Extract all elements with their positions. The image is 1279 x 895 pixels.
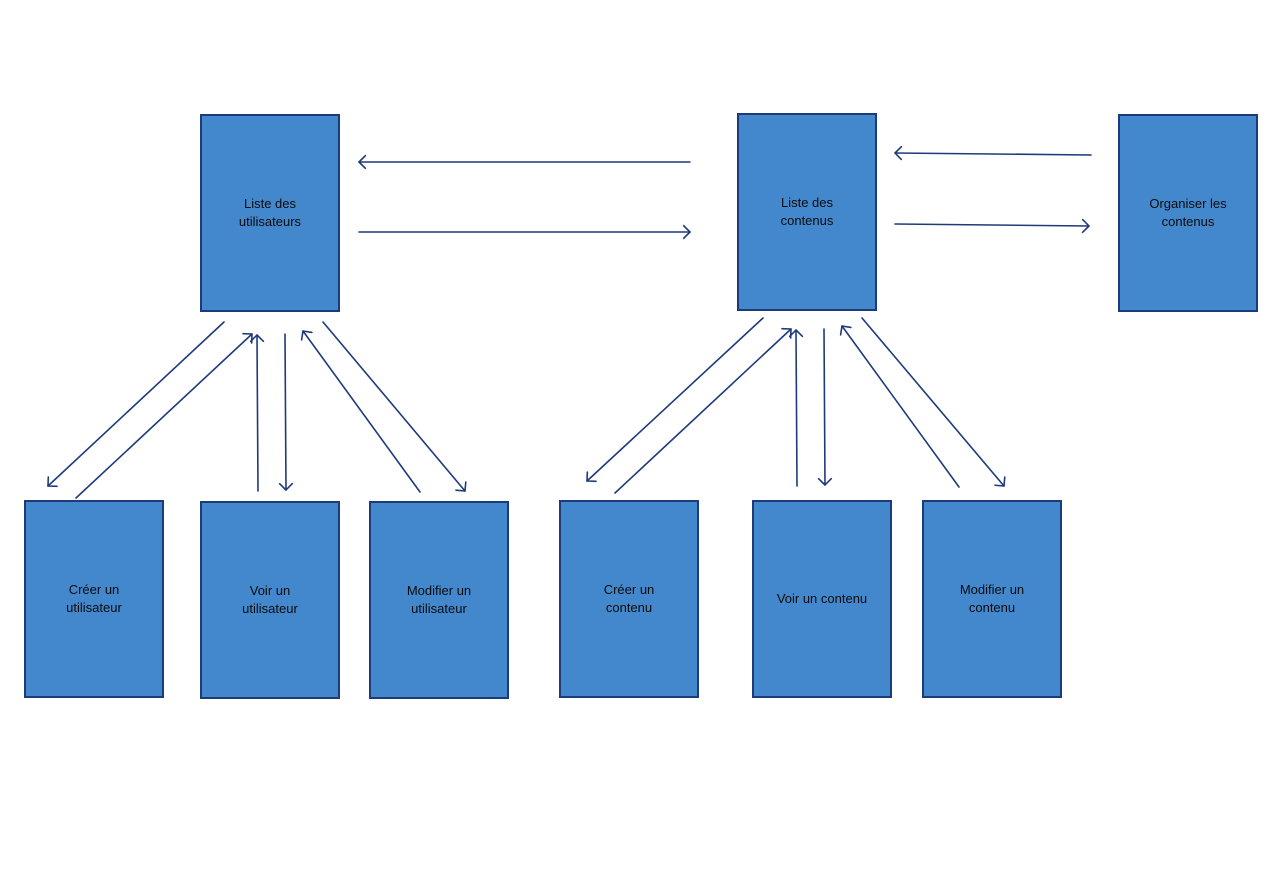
- arrow-liste_contenus-to-liste_utilisateurs: [358, 154, 691, 170]
- node-label-organiser-contenus: Organiser les contenus: [1149, 196, 1227, 229]
- arrow-shaft: [861, 317, 1005, 487]
- arrow-shaft: [302, 330, 421, 493]
- node-modifier-utilisateur[interactable]: Modifier un utilisateur: [369, 501, 509, 699]
- arrow-liste_contenus-to-creer_contenu: [586, 317, 764, 483]
- arrow-shaft: [795, 329, 798, 487]
- arrowhead-icon: [586, 471, 597, 483]
- arrowhead-icon: [788, 329, 804, 338]
- arrow-liste_utilisateurs-to-voir_utilisateur: [278, 333, 294, 491]
- node-voir-contenu[interactable]: Voir un contenu: [752, 500, 892, 698]
- arrow-shaft: [322, 321, 466, 492]
- arrowhead-icon: [47, 476, 58, 488]
- arrowhead-icon: [817, 477, 833, 486]
- node-label-voir-utilisateur: Voir un utilisateur: [242, 583, 298, 616]
- arrow-creer_utilisateur-to-liste_utilisateurs: [75, 332, 253, 499]
- arrow-liste_utilisateurs-to-modifier_utilisateur: [322, 321, 467, 492]
- arrow-shaft: [614, 328, 792, 494]
- arrow-voir_contenu-to-liste_contenus: [788, 329, 804, 487]
- node-label-liste-utilisateurs: Liste des utilisateurs: [238, 196, 302, 229]
- arrow-shaft: [841, 325, 960, 488]
- node-liste-contenus[interactable]: Liste des contenus: [737, 113, 877, 311]
- node-label-modifier-utilisateur: Modifier un utilisateur: [406, 583, 472, 616]
- arrowhead-icon: [781, 327, 792, 339]
- arrow-liste_contenus-to-organiser_contenus: [894, 218, 1090, 234]
- arrow-shaft: [47, 321, 225, 487]
- arrowhead-icon: [894, 145, 903, 161]
- arrowhead-icon: [455, 481, 467, 492]
- node-liste-utilisateurs[interactable]: Liste des utilisateurs: [200, 114, 340, 312]
- arrow-creer_contenu-to-liste_contenus: [614, 327, 792, 494]
- arrow-liste_utilisateurs-to-liste_contenus: [358, 224, 691, 240]
- node-label-liste-contenus: Liste des contenus: [780, 195, 834, 228]
- arrow-shaft: [256, 334, 259, 492]
- arrowhead-icon: [682, 224, 691, 240]
- arrow-voir_utilisateur-to-liste_utilisateurs: [249, 334, 265, 492]
- node-creer-utilisateur[interactable]: Créer un utilisateur: [24, 500, 164, 698]
- arrow-liste_contenus-to-modifier_contenu: [861, 317, 1006, 487]
- arrow-shaft: [284, 333, 287, 491]
- arrow-shaft: [894, 152, 1092, 156]
- node-label-creer-contenu: Créer un contenu: [603, 582, 655, 615]
- arrow-shaft: [75, 333, 253, 499]
- arrow-organiser_contenus-to-liste_contenus: [894, 145, 1092, 161]
- node-label-modifier-contenu: Modifier un contenu: [959, 582, 1025, 615]
- arrowhead-icon: [994, 476, 1006, 487]
- arrow-shaft: [894, 223, 1090, 227]
- arrow-liste_contenus-to-voir_contenu: [817, 328, 833, 486]
- arrow-modifier_utilisateur-to-liste_utilisateurs: [300, 330, 421, 493]
- node-creer-contenu[interactable]: Créer un contenu: [559, 500, 699, 698]
- arrowhead-icon: [278, 482, 294, 491]
- node-label-voir-contenu: Voir un contenu: [776, 591, 868, 606]
- arrow-modifier_contenu-to-liste_contenus: [839, 325, 960, 488]
- node-label-creer-utilisateur: Créer un utilisateur: [66, 582, 122, 615]
- node-organiser-contenus[interactable]: Organiser les contenus: [1118, 114, 1258, 312]
- node-voir-utilisateur[interactable]: Voir un utilisateur: [200, 501, 340, 699]
- arrow-liste_utilisateurs-to-creer_utilisateur: [47, 321, 225, 488]
- arrow-shaft: [823, 328, 826, 486]
- arrowhead-icon: [249, 334, 265, 343]
- arrowhead-icon: [839, 325, 852, 336]
- arrowhead-icon: [300, 330, 313, 341]
- node-modifier-contenu[interactable]: Modifier un contenu: [922, 500, 1062, 698]
- arrowhead-icon: [242, 332, 253, 344]
- arrowhead-icon: [358, 154, 367, 170]
- arrowhead-icon: [1081, 218, 1090, 234]
- arrow-shaft: [586, 317, 764, 482]
